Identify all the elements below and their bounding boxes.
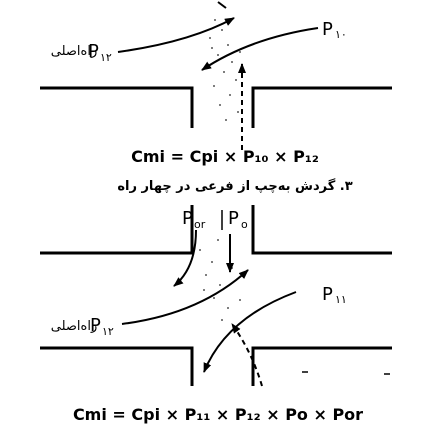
bottom-stipple xyxy=(199,239,241,331)
top-main-traffic-label: راه‌اصلی xyxy=(51,44,98,59)
top-road-edge-right xyxy=(251,86,392,128)
top-p10-arrow xyxy=(201,27,319,71)
top-p10-label: P xyxy=(322,19,333,40)
bottom-p11-label: P xyxy=(322,284,333,305)
top-through-arrow-stub xyxy=(217,1,227,9)
bottom-por-label: P xyxy=(182,208,193,229)
bottom-p-main-label: P xyxy=(90,315,101,336)
bottom-formula: Cmi = Cpi × P₁₁ × P₁₂ × Po × Por xyxy=(73,405,363,424)
top-main-traffic-arrow xyxy=(117,17,235,53)
top-p-main-sub: ۱۲ xyxy=(100,51,112,64)
top-formula: Cmi = Cpi × P₁₀ × P₁₂ xyxy=(131,147,319,166)
top-p10-sub: ۱۰ xyxy=(335,28,347,41)
bottom-por-arrow xyxy=(173,229,197,287)
bottom-road-edge-bottom-right xyxy=(251,346,392,386)
bottom-po-label: P xyxy=(228,208,239,229)
top-stipple xyxy=(209,19,241,121)
bottom-minor-dashed-arrow xyxy=(231,323,263,387)
top-road-edge-left xyxy=(40,86,194,128)
bottom-p-main-sub: ۱۲ xyxy=(102,325,114,338)
bottom-road-edge-top-left xyxy=(40,205,194,255)
bottom-p11-arrow xyxy=(203,291,297,373)
bottom-p11-sub: ۱۱ xyxy=(335,293,347,306)
bottom-road-edge-top-right xyxy=(251,205,392,255)
bottom-main-traffic-label: راه‌اصلی xyxy=(51,319,98,334)
bottom-po-sub: o xyxy=(241,218,248,231)
top-p-main-label: P xyxy=(88,41,99,62)
bottom-main-traffic-arrow xyxy=(121,269,249,325)
bottom-road-edge-bottom-left xyxy=(40,346,194,386)
caption: ۳. گردش به‌چپ از فرعی در چهار راه xyxy=(117,178,352,194)
bottom-diagram: P or P o P ۱۱ راه‌اصلی P ۱۲ Cmi = Cpi × … xyxy=(40,205,392,424)
top-diagram: راه‌اصلی P ۱۲ P ۱۰ Cmi = Cpi × P₁₀ × P₁₂ xyxy=(40,1,392,166)
bottom-por-sub: or xyxy=(194,218,206,231)
